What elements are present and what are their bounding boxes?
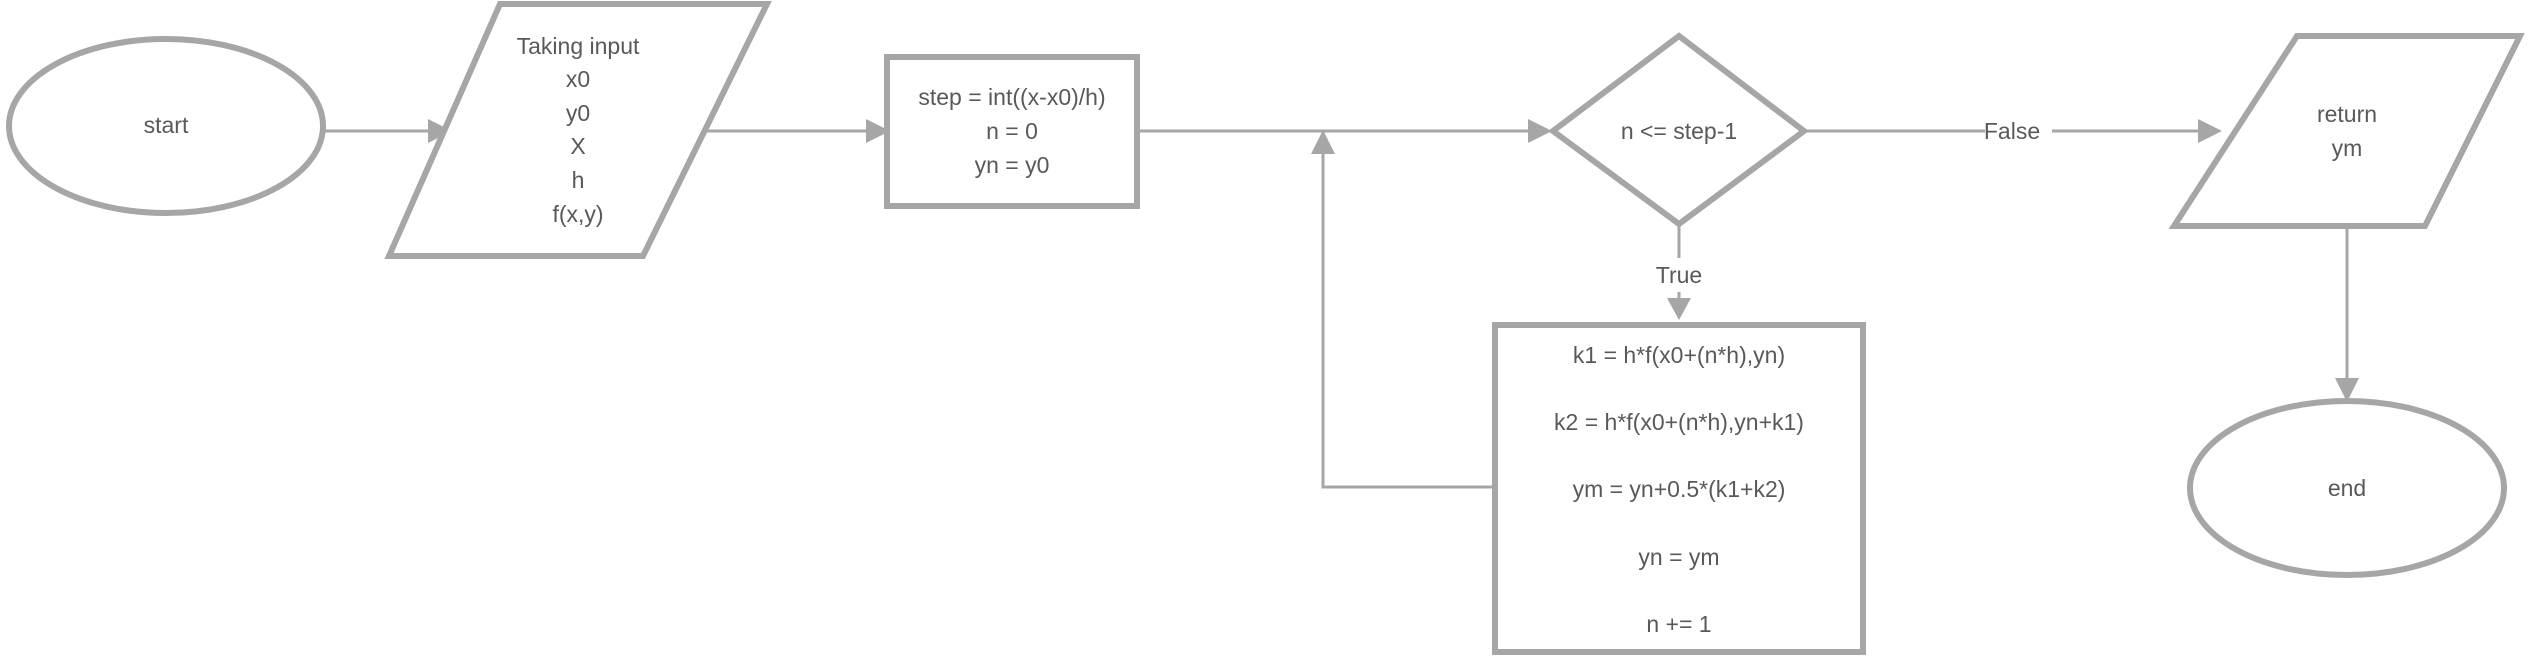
init-rect (884, 54, 1140, 209)
input-line-4: X (570, 133, 585, 159)
edge-body-loop (1321, 152, 1493, 489)
init-line-1: step = int((x-x0)/h) (918, 84, 1105, 110)
arrowhead-loop (1311, 130, 1335, 154)
arrowhead-output-end (2335, 378, 2359, 402)
connectors (325, 119, 2359, 489)
body-line-4: yn = ym (1638, 544, 1719, 570)
output-node[interactable]: return ym (2168, 33, 2525, 229)
body-rect (1492, 322, 1866, 655)
body-line-3: ym = yn+0.5*(k1+k2) (1573, 476, 1786, 502)
end-node[interactable]: end (2187, 398, 2507, 578)
init-node[interactable]: step = int((x-x0)/h) n = 0 yn = y0 (884, 54, 1140, 209)
arrowhead-init-condition (1528, 119, 1552, 143)
condition-label: n <= step-1 (1621, 118, 1737, 144)
body-line-1: k1 = h*f(x0+(n*h),yn) (1573, 342, 1785, 368)
input-line-6: f(x,y) (552, 201, 603, 227)
arrowhead-condition-body (1667, 298, 1691, 320)
arrowhead-condition-output (2198, 119, 2222, 143)
init-line-3: yn = y0 (975, 152, 1050, 178)
end-ellipse (2187, 398, 2507, 578)
input-line-1: Taking input (517, 33, 640, 59)
start-label: start (144, 112, 189, 138)
end-label: end (2328, 475, 2366, 501)
body-node[interactable]: k1 = h*f(x0+(n*h),yn) k2 = h*f(x0+(n*h),… (1492, 322, 1866, 655)
condition-diamond (1547, 32, 1809, 228)
body-line-2: k2 = h*f(x0+(n*h),yn+k1) (1554, 409, 1804, 435)
output-parallelogram (2168, 33, 2525, 229)
input-line-2: x0 (566, 66, 590, 92)
output-line-2: ym (2332, 135, 2363, 161)
edge-label-true: True (1656, 262, 1702, 288)
start-node[interactable]: start (6, 36, 326, 216)
input-node[interactable]: Taking input x0 y0 X h f(x,y) (384, 0, 772, 259)
arrowhead-input-init (866, 119, 890, 143)
input-line-5: h (572, 167, 585, 193)
output-line-1: return (2317, 101, 2377, 127)
body-line-5: n += 1 (1646, 611, 1711, 637)
input-parallelogram (384, 0, 772, 259)
condition-node[interactable]: n <= step-1 (1547, 32, 1809, 228)
input-line-3: y0 (566, 100, 590, 126)
edge-label-false: False (1984, 118, 2040, 144)
init-line-2: n = 0 (986, 118, 1038, 144)
start-ellipse (6, 36, 326, 216)
arrowhead-start-input (428, 119, 452, 143)
